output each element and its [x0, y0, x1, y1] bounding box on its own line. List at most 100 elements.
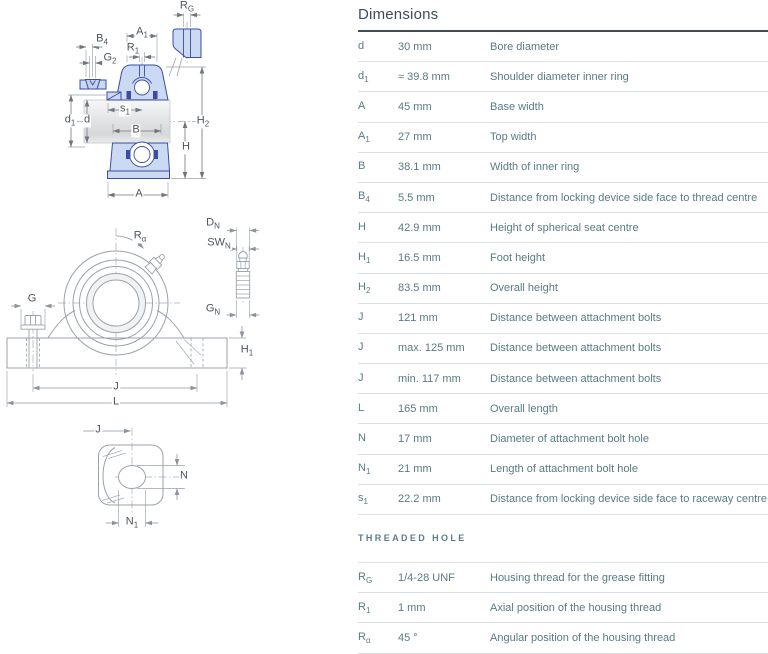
row-symbol: RG: [358, 570, 373, 585]
dim-label-h2: H2: [195, 114, 211, 129]
table-row: d 30 mm Bore diameter: [358, 32, 768, 63]
front-view-svg: [6, 227, 260, 407]
table-row: N 17 mm Diameter of attachment bolt hole: [358, 424, 768, 455]
table-row: N1 21 mm Length of attachment bolt hole: [358, 455, 768, 485]
dim-label-a1: A1: [135, 25, 149, 40]
row-value: 165 mm: [398, 402, 438, 415]
dimensions-table: d 30 mm Bore diameter d1 ≈ 39.8 mm Shoul…: [358, 32, 768, 515]
dim-label-d: d: [82, 114, 92, 128]
dim-label-b: B: [131, 124, 141, 138]
row-value: 45 mm: [398, 100, 432, 113]
row-description: Distance from locking device side face t…: [490, 191, 758, 204]
row-symbol: J: [358, 341, 364, 354]
row-symbol: B4: [358, 190, 370, 205]
row-symbol: R1: [358, 600, 371, 615]
row-value: 45 °: [398, 631, 418, 644]
row-description: Bore diameter: [490, 40, 560, 53]
row-value: 38.1 mm: [398, 161, 441, 174]
row-description: Height of spherical seat centre: [490, 221, 639, 234]
dim-label-h1: H1: [239, 343, 255, 358]
table-row: H1 16.5 mm Foot height: [358, 243, 768, 274]
row-symbol: Rα: [358, 630, 371, 646]
table-row: RG 1/4-28 UNF Housing thread for the gre…: [358, 563, 768, 594]
row-description: Distance between attachment bolts: [490, 342, 662, 355]
row-value: ≈ 39.8 mm: [398, 70, 450, 83]
row-value: 5.5 mm: [398, 191, 435, 204]
row-value: 30 mm: [398, 40, 432, 53]
dim-label-g: G: [26, 293, 38, 307]
dim-label-l: L: [111, 396, 121, 410]
row-description: Overall height: [490, 282, 558, 295]
row-description: Housing thread for the grease fitting: [490, 571, 665, 584]
row-description: Top width: [490, 131, 537, 144]
row-symbol: A: [358, 99, 366, 112]
row-description: Distance between attachment bolts: [490, 312, 662, 325]
row-description: Angular position of the housing thread: [490, 631, 676, 644]
row-value: min. 117 mm: [398, 372, 461, 385]
row-description: Foot height: [490, 251, 546, 264]
bolt-hole-drawing: J N N1: [55, 420, 205, 535]
dim-label-rg: RG: [178, 0, 196, 14]
table-row: J 121 mm Distance between attachment bol…: [358, 304, 768, 334]
dim-label-n1: N1: [124, 515, 140, 530]
row-symbol: B: [358, 160, 366, 173]
row-value: 17 mm: [398, 433, 432, 446]
front-view-drawing: Rα G DN SWN GN H1 J L: [0, 205, 270, 430]
row-symbol: d1: [358, 69, 369, 84]
table-row: s1 22.2 mm Distance from locking device …: [358, 485, 768, 515]
dim-label-dn: DN: [205, 216, 221, 231]
page-title: Dimensions: [358, 0, 768, 32]
dim-label-n: N: [179, 470, 189, 484]
row-symbol: d: [358, 39, 365, 52]
dim-label-b4: B4: [95, 32, 109, 47]
table-row: B4 5.5 mm Distance from locking device s…: [358, 183, 768, 214]
row-symbol: J: [358, 371, 364, 384]
row-description: Base width: [490, 100, 544, 113]
row-symbol: H2: [358, 281, 371, 296]
row-value: 27 mm: [398, 131, 432, 144]
row-description: Distance between attachment bolts: [490, 372, 662, 385]
dim-label-r1: R1: [125, 41, 141, 56]
row-symbol: s1: [358, 492, 368, 507]
row-description: Distance from locking device side face t…: [490, 493, 767, 506]
table-row: H 42.9 mm Height of spherical seat centr…: [358, 213, 768, 244]
row-value: 22.2 mm: [398, 493, 441, 506]
row-description: Width of inner ring: [490, 161, 580, 174]
threaded-hole-heading: THREADED HOLE: [358, 533, 467, 543]
table-row: L 165 mm Overall length: [358, 394, 768, 425]
table-row: J max. 125 mm Distance between attachmen…: [358, 334, 768, 365]
row-description: Axial position of the housing thread: [490, 601, 662, 614]
row-symbol: J: [358, 311, 364, 324]
table-row: R1 1 mm Axial position of the housing th…: [358, 593, 768, 624]
row-description: Length of attachment bolt hole: [490, 463, 638, 476]
row-symbol: N: [358, 431, 366, 444]
dim-label-h: H: [181, 141, 191, 155]
row-symbol: L: [358, 401, 365, 414]
dim-label-gn: GN: [204, 302, 222, 317]
row-value: 42.9 mm: [398, 221, 441, 234]
row-value: 1/4-28 UNF: [398, 571, 455, 584]
technical-drawings-panel: RG B4 G2 A1 R1 d1 d s1 B H2 H A: [0, 0, 355, 630]
dim-label-j2: J: [94, 424, 102, 438]
dim-label-s1: s1: [119, 102, 131, 117]
row-value: 21 mm: [398, 463, 432, 476]
table-row: A1 27 mm Top width: [358, 123, 768, 153]
table-row: J min. 117 mm Distance between attachmen…: [358, 364, 768, 395]
dim-label-d1: d1: [63, 113, 77, 128]
row-description: Shoulder diameter inner ring: [490, 70, 629, 83]
row-symbol: H1: [358, 250, 371, 265]
row-value: 16.5 mm: [398, 251, 441, 264]
table-row: Rα 45 ° Angular position of the housing …: [358, 623, 768, 654]
row-value: 121 mm: [398, 312, 438, 325]
dim-label-ra: Rα: [132, 229, 148, 244]
row-symbol: N1: [358, 462, 371, 477]
dim-label-swn: SWN: [206, 236, 232, 251]
table-row: d1 ≈ 39.8 mm Shoulder diameter inner rin…: [358, 62, 768, 93]
row-symbol: H: [358, 220, 366, 233]
row-description: Overall length: [490, 402, 558, 415]
dim-label-g2: G2: [102, 51, 118, 66]
bolt-hole-svg: [83, 428, 185, 527]
row-value: max. 125 mm: [398, 342, 465, 355]
cross-section-svg: [68, 12, 210, 198]
row-value: 1 mm: [398, 601, 426, 614]
